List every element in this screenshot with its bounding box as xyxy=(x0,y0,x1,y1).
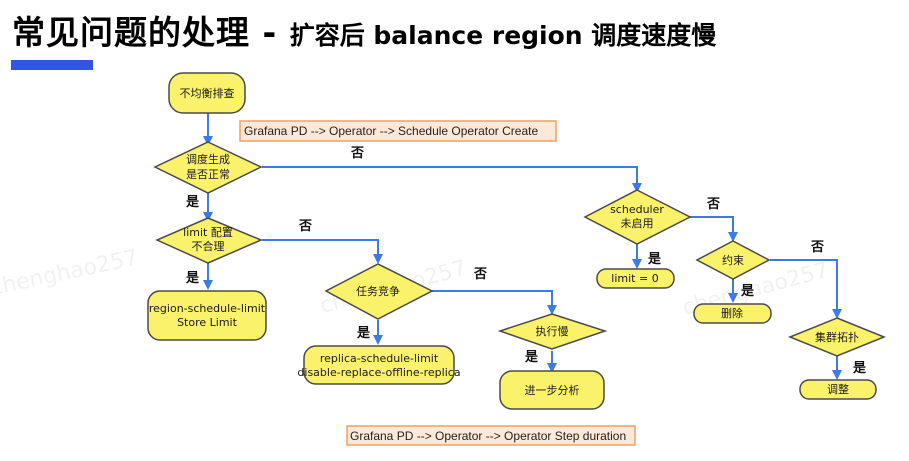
arrow-head xyxy=(728,293,738,303)
result-delete: 删除 xyxy=(693,303,772,324)
edge-label-yes: 是 xyxy=(852,361,867,376)
page-title: 常见问题的处理 - 扩容后 balance region 调度速度慢 xyxy=(12,6,716,54)
title-sub: 扩容后 balance region 调度速度慢 xyxy=(289,21,717,50)
edge-label-yes: 是 xyxy=(524,350,539,365)
arrow-head xyxy=(373,254,383,264)
arrow-head xyxy=(203,136,213,146)
title-accent-bar xyxy=(11,60,93,70)
edge-label-yes: 是 xyxy=(185,271,200,286)
node-text: Store Limit xyxy=(177,316,238,329)
note-schedule-operator-create: Grafana PD --> Operator --> Schedule Ope… xyxy=(239,120,557,142)
arrow-head xyxy=(832,370,842,380)
result-adjust: 调整 xyxy=(799,379,877,400)
edge-label-no: 否 xyxy=(473,267,487,282)
node-text: 未启用 xyxy=(621,217,654,230)
arrow-head xyxy=(547,305,557,315)
arrow-head xyxy=(632,259,642,269)
edge-label-yes: 是 xyxy=(185,195,200,210)
result-limit: region-schedule-limit Store Limit xyxy=(147,290,267,341)
decision-task-compete: 任务竞争 xyxy=(324,263,434,320)
edge-schedule-no xyxy=(262,166,638,189)
decision-scheduler-off: scheduler 未启用 xyxy=(583,189,692,245)
node-text: limit 配置 xyxy=(183,226,233,239)
result-limit-zero: limit = 0 xyxy=(596,268,675,289)
edge-limit-no xyxy=(262,239,379,259)
decision-schedule-ok: 调度生成 是否正常 xyxy=(153,141,263,194)
node-text: 不均衡排查 xyxy=(180,86,235,100)
edge-label-no: 否 xyxy=(298,219,312,234)
edge-label-no: 否 xyxy=(706,197,720,212)
edges xyxy=(203,113,842,380)
edge-label-no: 否 xyxy=(350,146,364,161)
edge-constraint-no xyxy=(770,259,838,314)
node-text: 集群拓扑 xyxy=(815,330,859,344)
note-text: Grafana PD --> Operator --> Operator Ste… xyxy=(350,429,626,443)
node-text: 不合理 xyxy=(192,239,225,253)
node-text: 约束 xyxy=(722,254,744,267)
node-text: scheduler xyxy=(610,203,664,216)
result-further-analysis: 进一步分析 xyxy=(499,370,605,410)
node-text: 是否正常 xyxy=(186,168,230,181)
edge-label-no: 否 xyxy=(810,240,824,255)
decision-exec-slow: 执行慢 xyxy=(497,313,608,350)
arrow-head xyxy=(373,335,383,345)
edge-compete-no xyxy=(432,290,553,310)
decision-topology: 集群拓扑 xyxy=(787,317,887,357)
edge-label-yes: 是 xyxy=(647,252,662,267)
node-text: limit = 0 xyxy=(611,272,658,285)
edge-label-yes: 是 xyxy=(356,326,371,341)
node-text: 删除 xyxy=(721,306,743,320)
arrow-head xyxy=(547,363,557,373)
node-text: replica-schedule-limit xyxy=(320,352,439,365)
node-text: 任务竞争 xyxy=(356,284,400,298)
node-text: 执行慢 xyxy=(536,324,569,338)
watermark: chenghao257 xyxy=(0,245,140,301)
node-text: 调度生成 xyxy=(186,152,230,166)
arrow-head xyxy=(632,183,642,193)
node-text: disable-replace-offline-replica xyxy=(297,366,460,379)
decision-limit-bad: limit 配置 不合理 xyxy=(155,217,263,264)
node-start: 不均衡排查 xyxy=(168,72,246,114)
node-text: region-schedule-limit xyxy=(149,302,266,315)
arrow-head xyxy=(203,280,213,290)
node-text: 调整 xyxy=(827,382,849,396)
edge-label-yes: 是 xyxy=(740,284,755,299)
arrow-head xyxy=(203,212,213,222)
arrow-head xyxy=(832,309,842,319)
title-main: 常见问题的处理 - xyxy=(12,13,290,52)
edge-scheduler-no xyxy=(690,216,734,237)
note-text: Grafana PD --> Operator --> Schedule Ope… xyxy=(244,124,538,138)
node-text: 进一步分析 xyxy=(525,383,580,397)
result-replica: replica-schedule-limit disable-replace-o… xyxy=(297,345,461,385)
decision-constraint: 约束 xyxy=(695,240,771,280)
note-operator-step-duration: Grafana PD --> Operator --> Operator Ste… xyxy=(346,425,636,446)
arrow-head xyxy=(728,232,738,242)
